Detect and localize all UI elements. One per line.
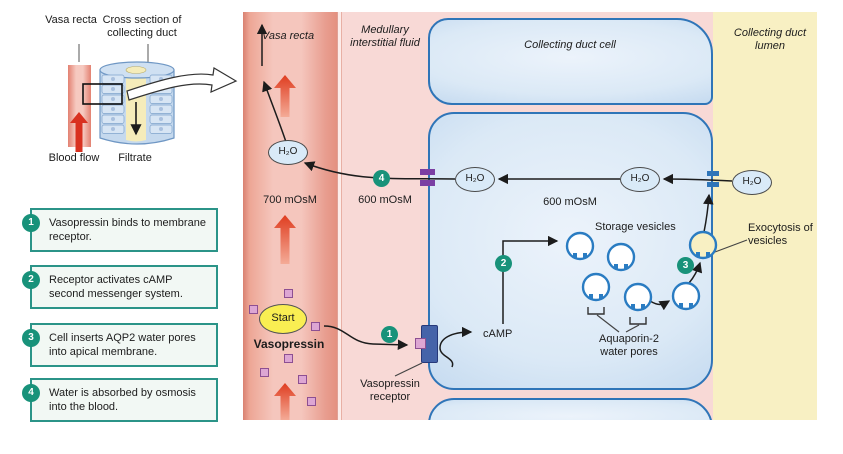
inset-zoom-arrow bbox=[126, 67, 238, 101]
water-to-blood-arrow bbox=[262, 80, 287, 143]
step-text-3: Cell inserts AQP2 water pores into apica… bbox=[49, 332, 196, 359]
vasopressin-molecule bbox=[298, 375, 307, 384]
vasopressin-receptor-label: Vasopressin receptor bbox=[360, 378, 420, 403]
aquaporin-leader-line-a bbox=[596, 314, 620, 333]
storage-vesicle bbox=[581, 272, 611, 302]
collecting-duct-cylinder bbox=[99, 61, 175, 145]
receptor-to-camp-arrow bbox=[439, 326, 473, 368]
storage-vesicle bbox=[565, 231, 595, 261]
aquaporin-leader-line-b bbox=[625, 324, 640, 333]
inset-filtrate-label: Filtrate bbox=[118, 152, 152, 164]
vesicle-to-membrane-arrow bbox=[688, 261, 703, 284]
vasopressin-molecule bbox=[260, 368, 269, 377]
bound-vasopressin-molecule bbox=[415, 338, 426, 349]
step-badge-3: 3 bbox=[22, 329, 40, 347]
region-duct-lumen bbox=[713, 12, 817, 420]
step-badge-1: 1 bbox=[22, 214, 40, 232]
storage-vesicle bbox=[606, 242, 636, 272]
exocytosis-leader-line bbox=[714, 239, 748, 253]
region-vasa-recta bbox=[243, 12, 337, 420]
h2o-vasa: H₂O bbox=[268, 140, 308, 165]
duct-lumen-label: Collecting duct lumen bbox=[733, 27, 807, 52]
step-badge-4: 4 bbox=[22, 384, 40, 402]
osmolarity-vasa: 700 mOsM bbox=[263, 194, 317, 206]
step-box-1: 1 Vasopressin binds to membrane receptor… bbox=[22, 208, 218, 253]
storage-vesicle bbox=[623, 282, 653, 312]
focus-rectangle bbox=[82, 83, 123, 105]
vasa-recta-vessel bbox=[68, 65, 91, 147]
exocytosed-vesicle bbox=[688, 230, 718, 260]
inset-vasa-recta-label: Vasa recta bbox=[45, 14, 97, 26]
camp-label: cAMP bbox=[483, 328, 513, 340]
water-apical-arrow bbox=[662, 173, 733, 185]
vasopressin-molecule bbox=[307, 397, 316, 406]
step-box-2: 2 Receptor activates cAMP second messeng… bbox=[22, 265, 218, 310]
basolateral-water-channel bbox=[420, 180, 435, 186]
aquaporin-label: Aquaporin-2 water pores bbox=[599, 333, 659, 358]
storage-vesicles-label: Storage vesicles bbox=[595, 221, 676, 233]
step-text-4: Water is absorbed by osmosis into the bl… bbox=[49, 387, 196, 414]
diagram-overlay bbox=[256, 23, 748, 420]
apical-aqp2-channel bbox=[707, 182, 719, 187]
storage-vesicle bbox=[671, 281, 701, 311]
aqp2-pore-brackets bbox=[587, 307, 647, 325]
h2o-cell-left: H₂O bbox=[455, 167, 495, 192]
vasa-recta-label: Vasa recta bbox=[261, 30, 315, 42]
badge-step-2: 2 bbox=[495, 255, 512, 272]
storage-vesicles bbox=[565, 230, 718, 312]
vessel-wall bbox=[337, 12, 342, 420]
inset-illustration bbox=[68, 44, 238, 152]
badge-step-3: 3 bbox=[677, 257, 694, 274]
vasopressin-molecule bbox=[284, 289, 293, 298]
pore-insertion-arrow bbox=[703, 193, 714, 233]
inset-cross-section-label: Cross section of collecting duct bbox=[102, 14, 182, 39]
vesicle-move-arrow bbox=[649, 300, 671, 311]
inset-blood-flow-label: Blood flow bbox=[48, 152, 100, 164]
step-text-1: Vasopressin binds to membrane receptor. bbox=[49, 217, 206, 244]
duct-cell-label: Collecting duct cell bbox=[524, 39, 616, 51]
h2o-lumen: H₂O bbox=[732, 170, 772, 195]
badge-step-1: 1 bbox=[381, 326, 398, 343]
vasopressin-molecule bbox=[249, 305, 258, 314]
osmolarity-interstitial: 600 mOsM bbox=[358, 194, 412, 206]
badge-step-4: 4 bbox=[373, 170, 390, 187]
exocytosis-label: Exocytosis of vesicles bbox=[748, 222, 813, 247]
vasopressin-molecule bbox=[284, 354, 293, 363]
vesicle-aqp2-channels bbox=[573, 252, 710, 309]
vasopressin-molecule bbox=[311, 322, 320, 331]
blood-flow-arrow bbox=[70, 112, 88, 152]
basolateral-water-channel bbox=[420, 169, 435, 175]
vasopressin-label: Vasopressin bbox=[253, 337, 325, 351]
step-text-2: Receptor activates cAMP second messenger… bbox=[49, 274, 183, 301]
step-box-3: 3 Cell inserts AQP2 water pores into api… bbox=[22, 323, 218, 368]
interstitial-fluid-label: Medullary interstitial fluid bbox=[350, 24, 420, 49]
duct-cell-top bbox=[428, 18, 713, 105]
apical-aqp2-channel bbox=[707, 171, 719, 176]
step-badge-2: 2 bbox=[22, 271, 40, 289]
receptor-leader-line bbox=[394, 362, 423, 377]
camp-to-vesicle-arrow bbox=[502, 235, 559, 324]
step-box-4: 4 Water is absorbed by osmosis into the … bbox=[22, 378, 218, 423]
vasopressin-binding-arrow bbox=[323, 325, 409, 350]
diagram-panel: Vasa recta Medullary interstitial fluid … bbox=[243, 12, 817, 420]
osmolarity-cell: 600 mOsM bbox=[543, 196, 597, 208]
start-marker: Start bbox=[259, 304, 307, 334]
blood-flow-arrows bbox=[274, 75, 296, 420]
h2o-cell-right: H₂O bbox=[620, 167, 660, 192]
